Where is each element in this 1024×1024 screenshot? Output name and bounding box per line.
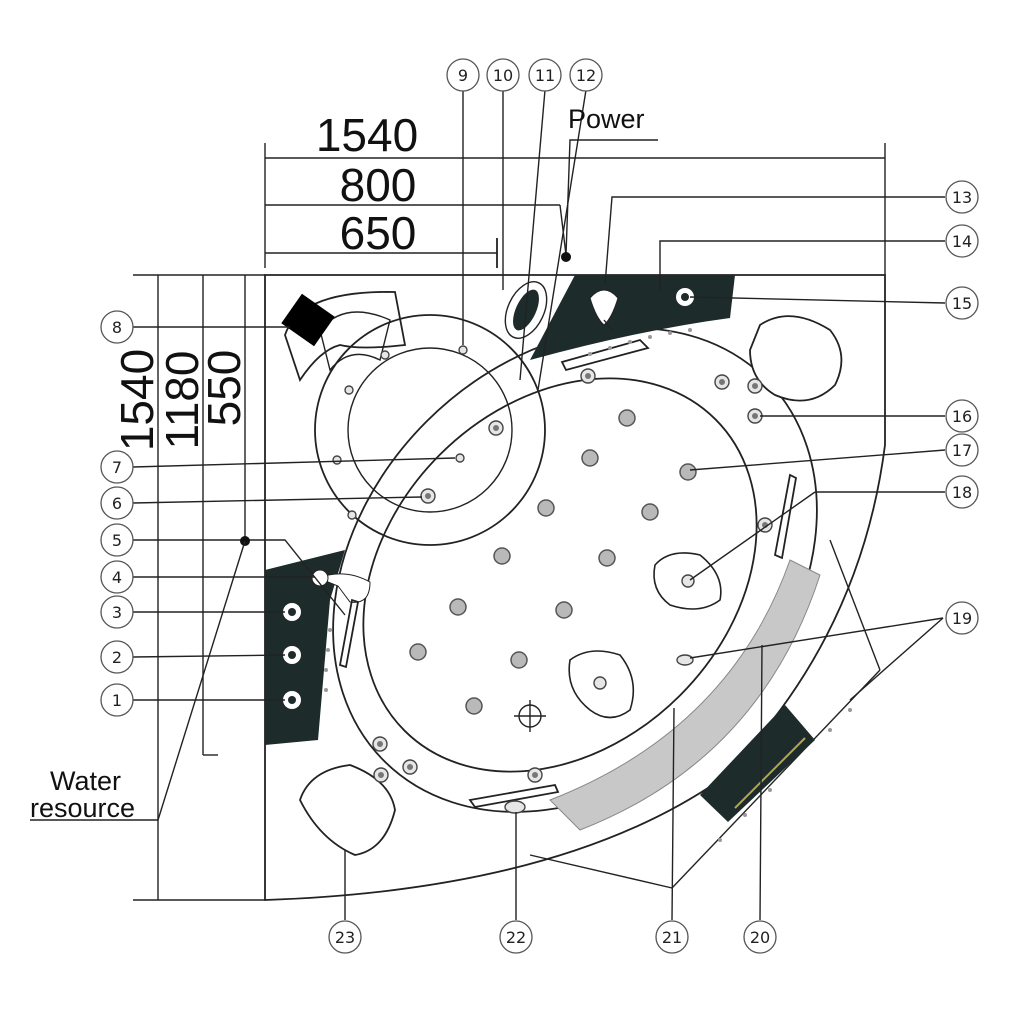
top-dimensions: 1540 800 650: [264, 109, 886, 275]
callout-7: 7: [100, 450, 134, 484]
callout-21: 21: [655, 920, 689, 954]
callout-10: 10: [486, 58, 520, 92]
svg-text:22: 22: [506, 928, 526, 947]
callout-19: 19: [945, 601, 979, 635]
seat-basin: [284, 291, 546, 546]
callout-23: 23: [328, 920, 362, 954]
dimension-top-800: 800: [340, 159, 417, 211]
callout-20: 20: [743, 920, 777, 954]
svg-text:2: 2: [112, 648, 122, 667]
svg-text:14: 14: [952, 232, 972, 251]
svg-text:5: 5: [112, 531, 122, 550]
svg-text:8: 8: [112, 318, 122, 337]
svg-text:15: 15: [952, 294, 972, 313]
svg-text:6: 6: [112, 494, 122, 513]
svg-text:16: 16: [952, 407, 972, 426]
callout-8: 8: [100, 310, 134, 344]
callout-15: 15: [945, 286, 979, 320]
callout-18: 18: [945, 475, 979, 509]
callout-3: 3: [100, 595, 134, 629]
left-dimensions: 1540 1180 550: [111, 274, 265, 901]
callout-13: 13: [945, 180, 979, 214]
svg-text:1: 1: [112, 691, 122, 710]
dimension-top-1540: 1540: [316, 109, 418, 161]
control-panels: [265, 275, 815, 822]
text-labels: Power Water resource: [30, 104, 645, 823]
svg-text:11: 11: [535, 66, 555, 85]
floor-jets: [409, 409, 697, 715]
callout-22: 22: [499, 920, 533, 954]
power-label: Power: [568, 104, 645, 134]
svg-text:21: 21: [662, 928, 682, 947]
led-light-strip: [549, 559, 821, 831]
svg-text:12: 12: [576, 66, 596, 85]
callout-5: 5: [100, 523, 134, 557]
dimension-left-1180: 1180: [156, 351, 208, 450]
callout-2: 2: [100, 640, 134, 674]
side-jets: [324, 328, 852, 842]
svg-text:10: 10: [493, 66, 513, 85]
callout-4: 4: [100, 560, 134, 594]
callout-1: 1: [100, 683, 134, 717]
svg-text:17: 17: [952, 441, 972, 460]
dimension-left-550: 550: [198, 350, 250, 427]
callout-leaders: [30, 89, 946, 921]
dimension-left-1540: 1540: [111, 349, 163, 451]
callout-14: 14: [945, 224, 979, 258]
svg-text:20: 20: [750, 928, 770, 947]
svg-text:9: 9: [458, 66, 468, 85]
callout-16: 16: [945, 399, 979, 433]
svg-text:18: 18: [952, 483, 972, 502]
svg-text:4: 4: [112, 568, 122, 587]
callout-12: 12: [569, 58, 603, 92]
water-resource-label-1: Water: [50, 766, 121, 796]
svg-text:7: 7: [112, 458, 122, 477]
callout-markers: 1 2 3 4 5 6 7 8 9 10 11 12 13 14 15 16 1…: [100, 58, 979, 954]
callout-11: 11: [528, 58, 562, 92]
callout-6: 6: [100, 486, 134, 520]
svg-text:13: 13: [952, 188, 972, 207]
svg-text:3: 3: [112, 603, 122, 622]
callout-17: 17: [945, 433, 979, 467]
svg-text:19: 19: [952, 609, 972, 628]
callout-9: 9: [446, 58, 480, 92]
svg-text:23: 23: [335, 928, 355, 947]
dimension-top-650: 650: [340, 207, 417, 259]
water-resource-label-2: resource: [30, 793, 135, 823]
handles: [338, 338, 798, 808]
